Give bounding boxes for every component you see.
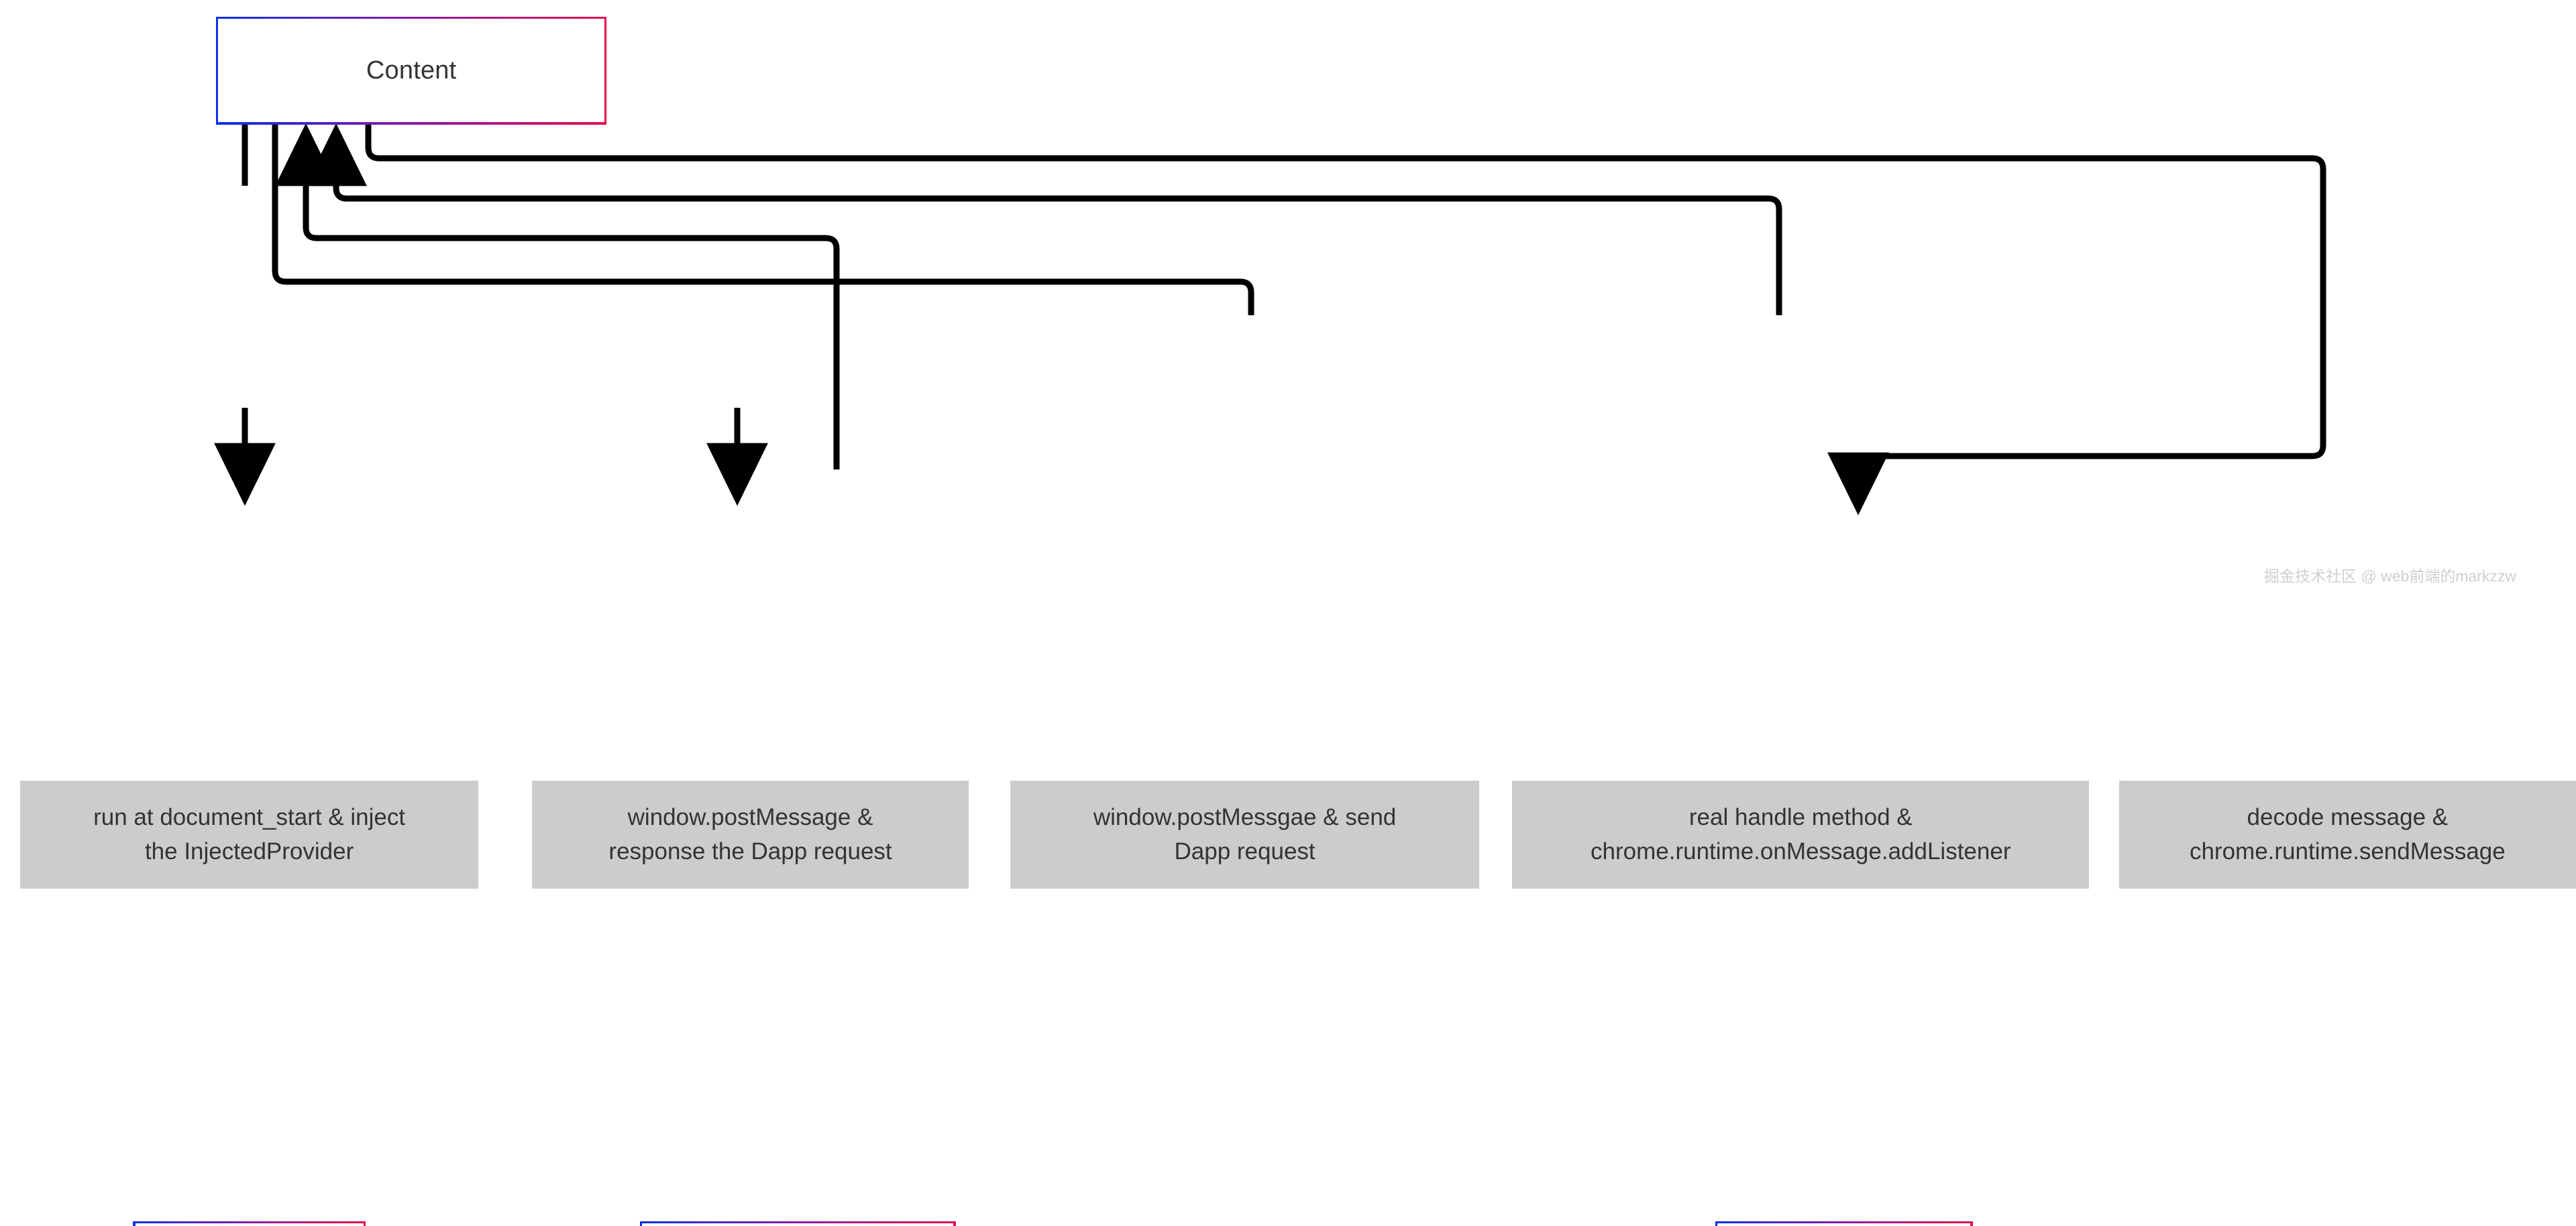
watermark: 掘金技术社区 @ web前端的markzzw: [2264, 567, 2517, 585]
node-injectedprovider[interactable]: InjectedProvider: [639, 1221, 956, 1226]
node-background-inner: Background: [1717, 1223, 1971, 1226]
edge-label-line2: response the Dapp request: [608, 838, 892, 865]
node-injectedprovider-inner: InjectedProvider: [642, 1223, 954, 1226]
edge-label-line1: window.postMessage &: [627, 804, 873, 831]
diagram-canvas: Content DappPage InjectedProvider Backgr…: [19, 16, 2576, 1226]
node-dapppage-inner: DappPage: [135, 1223, 364, 1226]
edge-label-run-at-document-start: run at document_start & inject the Injec…: [19, 781, 479, 889]
edge-label-line2: the InjectedProvider: [144, 838, 354, 865]
edge-label-postmessage-send: window.postMessgae & send Dapp request: [1010, 781, 1479, 889]
edge-label-line1: decode message &: [2247, 804, 2449, 831]
edge-label-real-handle-method: real handle method & chrome.runtime.onMe…: [1512, 781, 2090, 889]
node-content-label: Content: [366, 56, 457, 85]
edge-background-to-content: [305, 123, 1782, 315]
edge-label-line2: chrome.runtime.sendMessage: [2189, 838, 2506, 865]
edge-label-line1: real handle method &: [1688, 804, 1913, 831]
edge-content-to-injectedprovider: [272, 117, 1254, 315]
node-background[interactable]: Background: [1715, 1221, 1973, 1226]
edge-label-line2: chrome.runtime.onMessage.addListener: [1591, 838, 2011, 865]
edge-content-to-background: [365, 117, 2326, 516]
edge-label-line1: run at document_start & inject: [93, 804, 406, 831]
node-content[interactable]: Content: [216, 16, 607, 125]
diagram-edges: [214, 117, 2326, 516]
edge-label-line2: Dapp request: [1174, 838, 1316, 865]
edge-label-postmessage-response: window.postMessage & response the Dapp r…: [531, 781, 969, 889]
edge-injectedprovider-to-content: [275, 123, 840, 469]
edge-label-decode-message: decode message & chrome.runtime.sendMess…: [2118, 781, 2576, 889]
node-content-inner: Content: [218, 19, 604, 123]
node-dapppage[interactable]: DappPage: [133, 1221, 366, 1226]
edge-label-line1: window.postMessgae & send: [1093, 804, 1397, 831]
